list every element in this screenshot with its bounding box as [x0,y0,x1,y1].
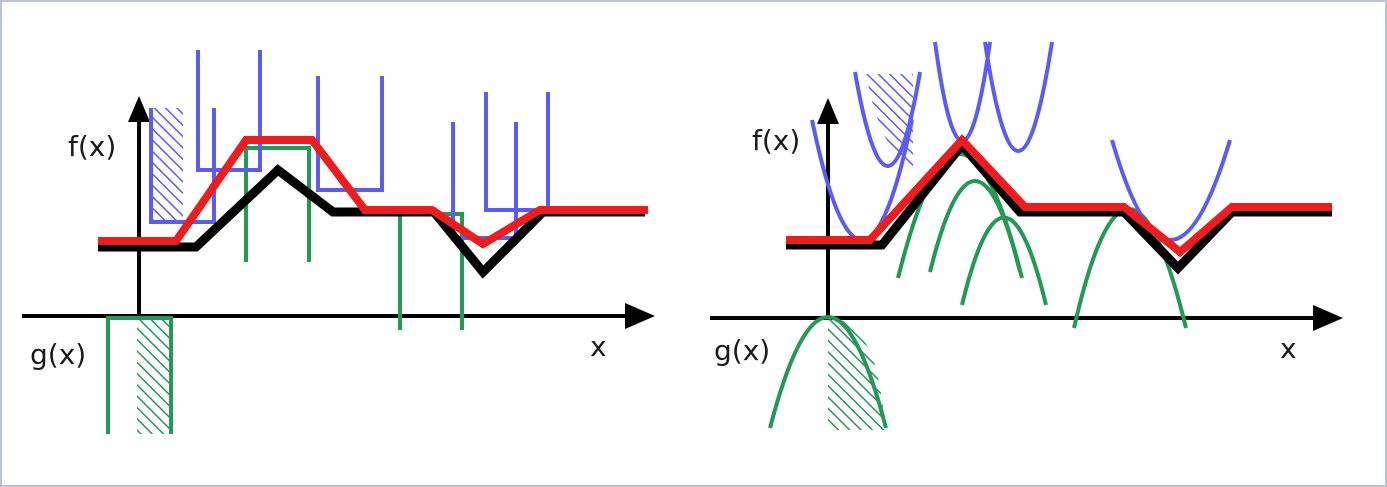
right-x-axis-arrowhead [1313,305,1343,331]
right-closing-result [786,134,1332,258]
right-structuring-element-g [768,315,888,429]
right-signal-f [786,137,1332,275]
left-panel: f(x) g(x) x [22,50,655,434]
left-structuring-element-g [106,316,173,434]
left-dilation-probes [149,50,550,240]
left-closing-result [98,136,648,249]
left-gx-label: g(x) [30,338,86,371]
right-dilation-probe-4 [983,41,1054,153]
right-fx-label: f(x) [752,124,800,157]
left-x-label: x [590,330,607,363]
right-dilation-probe-2 [853,71,922,168]
left-dilation-probe-4 [451,122,518,240]
left-dilation-probe-5 [484,92,550,212]
left-fx-label: f(x) [68,130,116,163]
right-y-axis-arrowhead [817,98,839,124]
left-structuring-element-g-hatch [137,320,171,434]
right-erosion-probe-2 [928,179,1022,273]
left-erosion-probes [106,146,464,434]
right-panel: f(x) g(x) x [710,41,1343,430]
left-probe-hatch [153,108,183,220]
left-y-axis-arrowhead [128,96,150,122]
right-gx-label: g(x) [714,334,770,367]
right-erosion-probe-3 [960,215,1048,306]
right-structuring-element-g-hatch [828,318,885,430]
left-dilation-probe-1 [149,108,216,224]
right-dilation-probes [810,41,1232,242]
left-x-axis-arrowhead [625,303,655,329]
right-x-label: x [1280,332,1297,365]
